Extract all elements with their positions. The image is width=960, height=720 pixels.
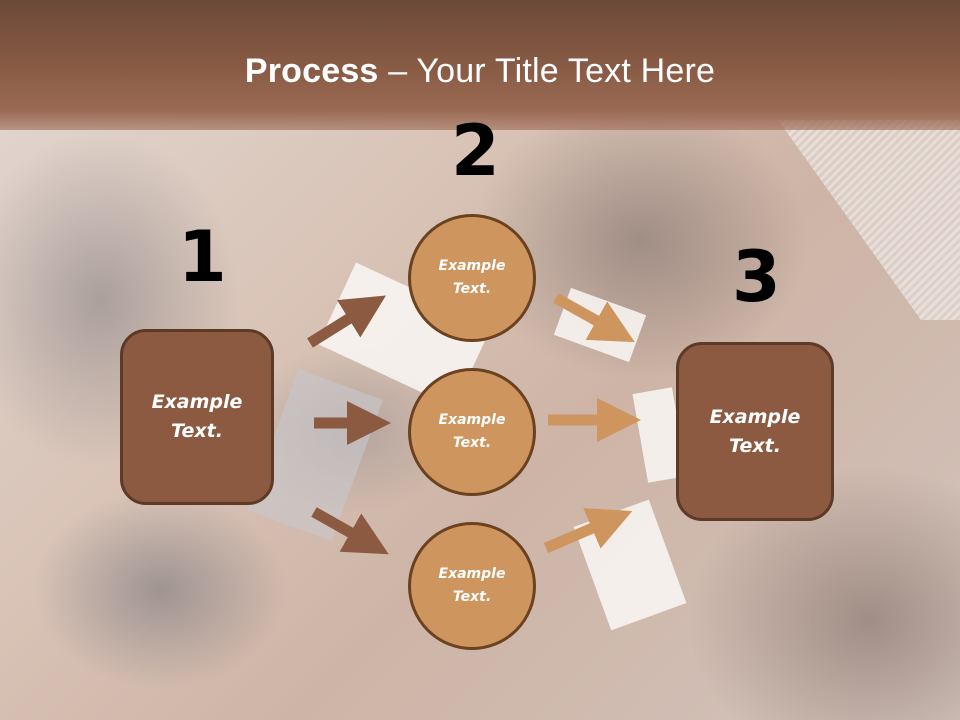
- title-bold: Process: [244, 52, 379, 90]
- circle-bottom-label-line1: Example: [438, 566, 506, 582]
- circle-middle-label-line1: Example: [438, 412, 506, 428]
- step-1-label-line1: Example: [151, 391, 243, 413]
- step-1-box[interactable]: Example Text.: [120, 329, 274, 505]
- title-rest: – Your Title Text Here: [378, 52, 716, 90]
- step-3-box[interactable]: Example Text.: [676, 342, 834, 521]
- step-number-3: 3: [732, 236, 781, 318]
- circle-top-label-line1: Example: [438, 258, 506, 274]
- background-paper: [573, 499, 687, 631]
- slide-title: Process – Your Title Text Here: [0, 52, 960, 91]
- background-paper: [553, 287, 647, 363]
- step-number-1: 1: [178, 216, 227, 298]
- step-2-circle-bottom[interactable]: Example Text.: [408, 522, 536, 650]
- circle-top-label-line2: Text.: [452, 281, 492, 297]
- step-3-label-line2: Text.: [729, 434, 781, 457]
- step-1-label-line2: Text.: [171, 420, 223, 442]
- step-2-circle-middle[interactable]: Example Text.: [408, 368, 536, 496]
- step-number-2: 2: [451, 110, 500, 192]
- circle-middle-label-line2: Text.: [452, 435, 492, 451]
- step-3-label-line1: Example: [709, 405, 801, 428]
- step-2-circle-top[interactable]: Example Text.: [408, 214, 536, 342]
- circle-bottom-label-line2: Text.: [452, 589, 492, 605]
- title-banner: [0, 0, 960, 130]
